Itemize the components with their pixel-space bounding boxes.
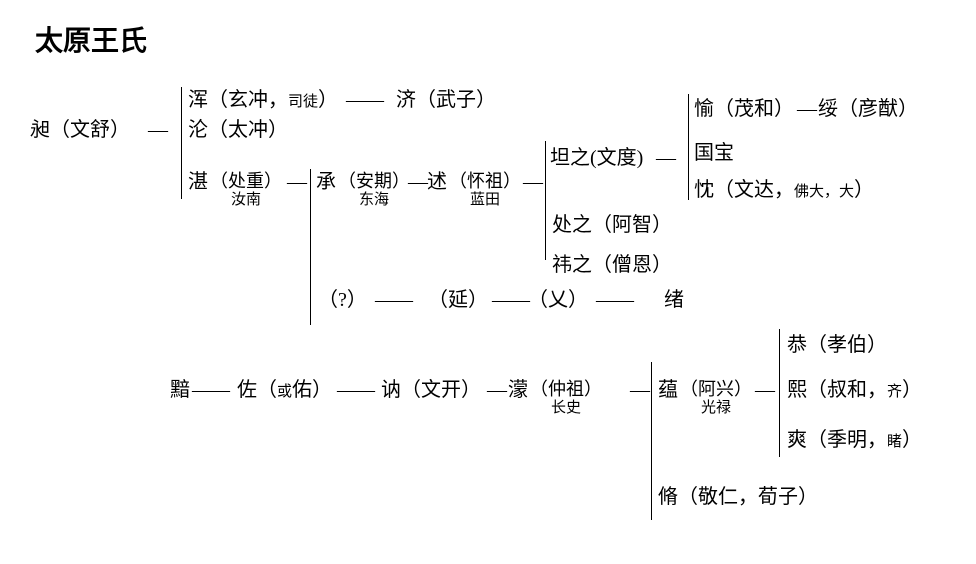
node-zuo-alt: 佑） [292,379,333,401]
node-zhan-courtesy: （处重） [210,171,282,191]
node-tanzhi: 坦之(文度) [550,147,644,169]
bracket-tanzhi-children [688,94,689,200]
connector-yi-xu: —— [596,289,634,311]
node-xi-alias: 齐 [887,384,903,400]
node-hun-office: 司徒 [288,94,319,110]
node-hun: 浑（玄冲，司徒） [188,89,338,113]
connector-an-zuo: —— [192,379,230,401]
node-yun-subtitle: 光禄 [700,400,731,416]
connector-yan-yi: —— [492,289,530,311]
node-cheng-name: 承 [316,171,336,193]
bracket-yun-children [779,329,780,457]
node-meng-courtesy: （仲祖） [530,379,602,399]
node-shuang-close: ） [902,429,923,451]
node-unknown: （?） [318,289,367,311]
node-cheng-courtesy: （安期） [338,171,410,191]
node-yi: （乂） [528,289,588,311]
node-zhan: 湛 （处重） 汝南 [188,171,282,209]
node-xu: 绪 [664,289,684,311]
node-xi-name: 熙（叔和， [787,379,887,401]
node-chen-name: 忱（文达， [694,179,794,201]
node-meng-name: 濛 [508,379,528,401]
node-sui: 绥（彦猷） [818,98,918,120]
node-chang: 昶（文舒） [30,119,130,141]
node-chen: 忱（文达，佛大，大） [694,179,874,203]
node-an: 黯 [170,379,190,401]
node-guobao: 国宝 [694,142,734,164]
node-meng: 濛 （仲祖） 长史 [508,379,602,417]
node-zuo-or: 或 [277,384,293,400]
node-yu: 愉（茂和） [694,98,794,120]
connector-hun-ji: —— [346,89,384,111]
connector-zhan-bracket: — [287,171,307,193]
node-cheng-subtitle: 东海 [358,192,389,208]
node-shuang-alias: 睹 [887,434,903,450]
node-zhan-name: 湛 [188,171,208,193]
node-shu-name: 述 [427,171,447,193]
node-lun: 沦（太冲） [188,119,288,141]
node-chen-alias: 佛大，大 [794,184,855,200]
node-yun-courtesy: （阿兴） [680,379,752,399]
connector-shu-bracket: — [523,171,543,193]
connector-meng-bracket: — [630,379,650,401]
node-shu-courtesy: （怀祖） [449,171,521,191]
node-hun-close: ） [318,89,339,111]
node-xiu: 脩（敬仁，荀子） [658,486,818,508]
node-weizhi: 祎之（僧恩） [552,254,672,276]
connector-ne-meng: — [487,379,507,401]
family-tree-title: 太原王氏 [35,25,148,56]
node-shuang: 爽（季明，睹） [787,429,922,453]
node-chen-close: ） [854,179,875,201]
connector-tanzhi-bracket: — [656,147,676,169]
node-yan: （延） [428,289,488,311]
node-chuzhi: 处之（阿智） [552,214,672,236]
node-ji: 济（武子） [396,89,496,111]
node-ne: 讷（文开） [381,379,481,401]
node-meng-subtitle: 长史 [550,400,581,416]
bracket-zhan-children [310,169,311,325]
node-shu-subtitle: 蓝田 [469,192,500,208]
bracket-shu-children [545,141,546,260]
node-cheng: 承 （安期） 东海 [316,171,410,209]
node-zuo: 佐（或佑） [237,379,332,403]
node-yun: 蕴 （阿兴） 光禄 [658,379,752,417]
node-hun-name: 浑（玄冲， [188,89,288,111]
connector-yu-sui: — [797,98,817,120]
connector-chang-bracket: — [148,119,168,141]
connector-yun-bracket: — [755,379,775,401]
bracket-chang-children [181,87,182,199]
connector-zuo-ne: —— [337,379,375,401]
node-zuo-name: 佐（ [237,379,277,401]
node-xi-close: ） [902,379,923,401]
bracket-meng-children [651,362,652,520]
connector-unknown-yan: —— [375,289,413,311]
node-xi: 熙（叔和，齐） [787,379,922,403]
node-shuang-name: 爽（季明， [787,429,887,451]
connector-cheng-shu: — [408,171,428,193]
node-zhan-subtitle: 汝南 [230,192,261,208]
node-gong: 恭（孝伯） [787,334,887,356]
node-yun-name: 蕴 [658,379,678,401]
node-shu: 述 （怀祖） 蓝田 [427,171,521,209]
